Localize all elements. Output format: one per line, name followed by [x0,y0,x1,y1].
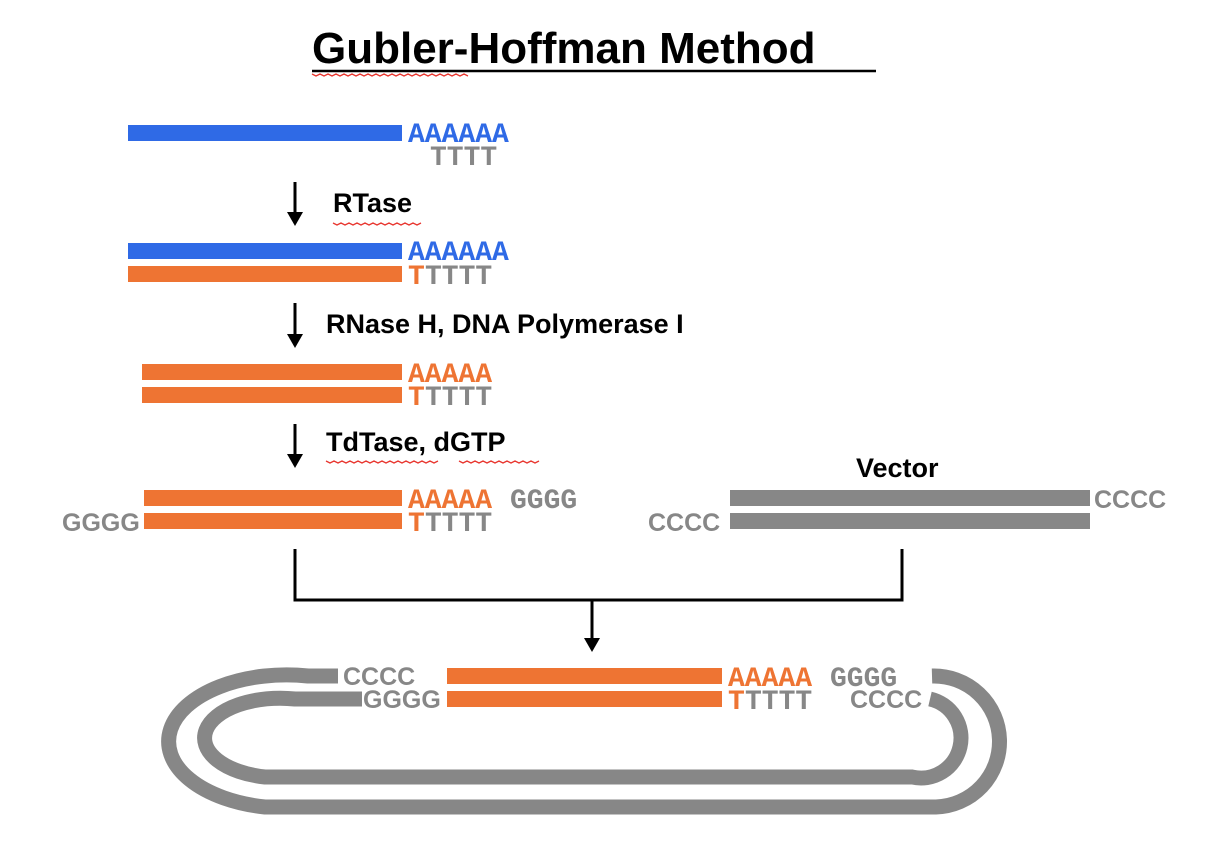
mrna-strand [128,125,402,141]
polya-plasmid: AAAAA [728,664,812,695]
arrow-step1-head [287,212,303,226]
oligo-dt-primer: TTTT [430,143,497,174]
t-primer-rest-stage4: TTTT [425,509,492,540]
insert-bottom-strand-in-plasmid [447,691,722,707]
spellcheck-underline-dgtp [458,460,540,464]
step2-label: RNase H, DNA Polymerase I [326,309,684,339]
spellcheck-underline-title [311,73,469,77]
polya-tail-stage1: AAAAAA [408,120,509,151]
g-tail-plasmid-bottom: GGGG [363,686,441,714]
g-tail-insert-bottom: GGGG [62,509,140,537]
insert-top-strand-in-plasmid [447,668,722,684]
spellcheck-underline-tdtase [325,460,439,464]
t-primer-start-plasmid: T [728,687,745,718]
t-primer-rest-plasmid: TTTT [745,687,812,718]
page-title: Gubler-Hoffman Method [312,24,816,73]
g-tail-insert-top: GGGG [510,486,577,517]
g-tail-plasmid-top: GGGG [830,664,897,695]
t-primer-start-stage2: T [408,262,425,293]
t-primer-rest-stage2: TTTT [425,262,492,293]
tailed-insert-bottom-strand [144,513,402,529]
c-tail-vector-top: CCCC [1094,486,1166,514]
vector-bottom-strand [730,513,1090,529]
c-tail-plasmid-bottom: CCCC [850,686,922,714]
step1-label: RTase [333,188,412,218]
polya-stage3: AAAAA [408,360,492,391]
t-primer-rest-stage3: TTTT [425,383,492,414]
mrna-strand-hybrid [128,243,402,259]
arrow-step3-head [287,454,303,468]
t-primer-start-stage4: T [408,509,425,540]
step3-label: TdTase, dGTP [326,427,506,457]
arrow-anneal-head [584,638,600,652]
tailed-insert-top-strand [144,490,402,506]
polya-tail-stage2: AAAAAA [408,238,509,269]
spellcheck-underline-rtase [332,222,422,226]
vector-label: Vector [856,453,939,483]
c-tail-plasmid-top: CCCC [343,663,415,691]
first-strand-cdna-stage3 [142,387,402,403]
c-tail-vector-bottom: CCCC [648,509,720,537]
t-primer-start-stage3: T [408,383,425,414]
vector-top-strand [730,490,1090,506]
plasmid-outer-strand [161,667,1008,815]
annealing-bracket [293,549,904,602]
second-strand-cdna [142,364,402,380]
first-strand-cdna [128,266,402,282]
polya-stage4: AAAAA [408,486,492,517]
arrow-step2-head [287,334,303,348]
plasmid-inner-strand [197,690,969,786]
